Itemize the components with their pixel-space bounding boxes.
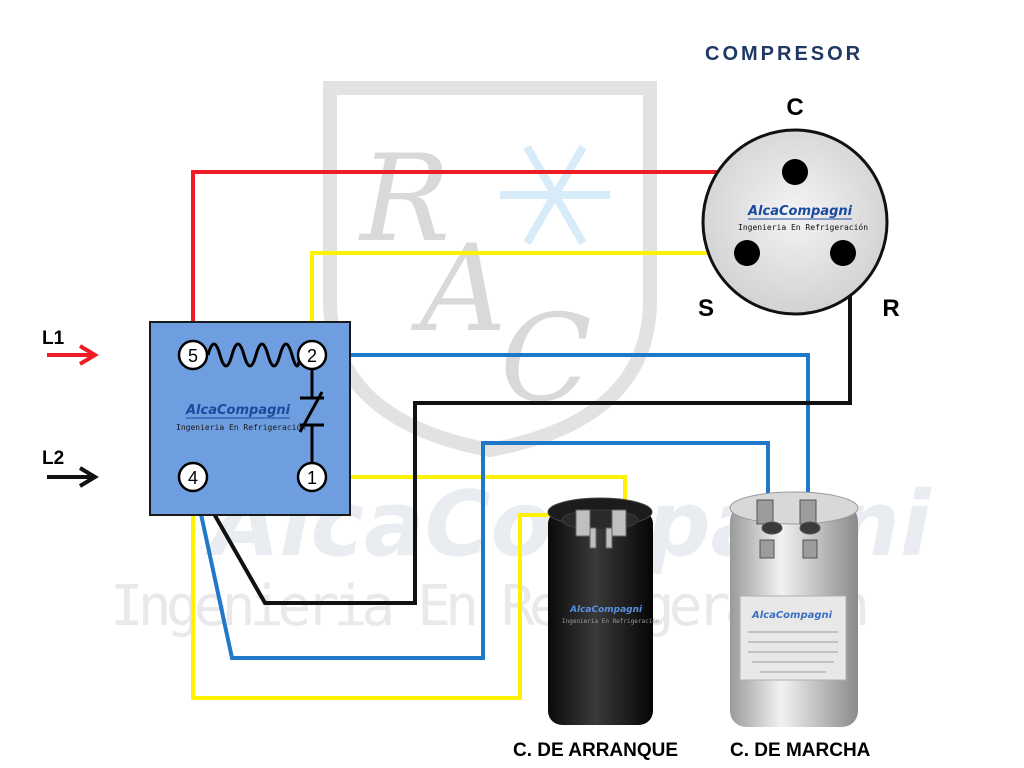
- compressor-terminal-s: [734, 240, 760, 266]
- watermark-letter-c: C: [500, 290, 592, 429]
- compressor: AlcaCompagni Ingenieria En Refrigeración…: [698, 94, 900, 322]
- start-capacitor: AlcaCompagni Ingenieria En Refrigeración…: [513, 497, 678, 761]
- start-capacitor-subtitle: Ingenieria En Refrigeración: [562, 618, 660, 625]
- run-capacitor-brand: AlcaCompagni: [751, 610, 833, 621]
- relay-terminal-5: 5: [177, 339, 209, 371]
- start-capacitor-brand: AlcaCompagni: [569, 605, 643, 615]
- start-capacitor-body: [548, 510, 653, 725]
- watermark-letter-a: A: [410, 220, 507, 359]
- relay-terminal-4-label: 4: [188, 468, 198, 488]
- compressor-terminal-r: [830, 240, 856, 266]
- run-capacitor-label: C. DE MARCHA: [730, 740, 871, 761]
- start-capacitor-top-inner: [561, 509, 639, 531]
- watermark-letter-r: R: [358, 130, 450, 269]
- relay-coil-icon: [206, 342, 302, 368]
- relay-terminal-1-label: 1: [307, 468, 317, 488]
- start-capacitor-label: C. DE ARRANQUE: [513, 740, 678, 761]
- label-l2: L2: [42, 448, 64, 469]
- relay: AlcaCompagni Ingenieria En Refrigeración…: [149, 321, 351, 516]
- wire-blue-2-to-runcap: [312, 353, 810, 520]
- wire-red-5-to-c: [191, 170, 795, 355]
- compressor-terminal-c: [782, 159, 808, 185]
- relay-terminal-4: 4: [177, 461, 209, 493]
- relay-brand: AlcaCompagni: [185, 403, 291, 418]
- arrow-l2-icon: [78, 466, 99, 488]
- compressor-label-c: C: [786, 94, 803, 121]
- run-capacitor-terminals-icon: [756, 499, 821, 559]
- compressor-subtitle: Ingenieria En Refrigeración: [738, 222, 868, 232]
- relay-terminal-2-label: 2: [307, 346, 317, 366]
- relay-terminal-5-label: 5: [188, 346, 198, 366]
- line-inputs: L1 L2: [42, 328, 99, 488]
- diagram-title: COMPRESOR: [705, 43, 863, 65]
- run-capacitor-sticker: [739, 595, 847, 681]
- compressor-brand: AlcaCompagni: [747, 204, 853, 219]
- run-capacitor-top: [729, 491, 859, 525]
- label-l1: L1: [42, 328, 65, 349]
- relay-terminal-2: 2: [296, 339, 328, 371]
- wire-blue-4-to-runcap: [191, 441, 770, 660]
- snowflake-icon: [500, 144, 610, 246]
- compressor-body: [701, 128, 889, 316]
- run-capacitor: AlcaCompagni C. DE MARCHA: [729, 491, 871, 761]
- relay-contact-icon: [298, 370, 324, 462]
- relay-terminal-1: 1: [296, 461, 328, 493]
- arrow-l1-icon: [78, 344, 99, 366]
- relay-subtitle: Ingenieria En Refrigeración: [176, 422, 306, 432]
- start-capacitor-terminals-icon: [575, 509, 627, 549]
- wire-black-4-to-r: [191, 253, 852, 605]
- run-capacitor-sticker-lines: [748, 631, 838, 673]
- compressor-label-s: S: [698, 295, 714, 322]
- compressor-label-r: R: [882, 295, 899, 322]
